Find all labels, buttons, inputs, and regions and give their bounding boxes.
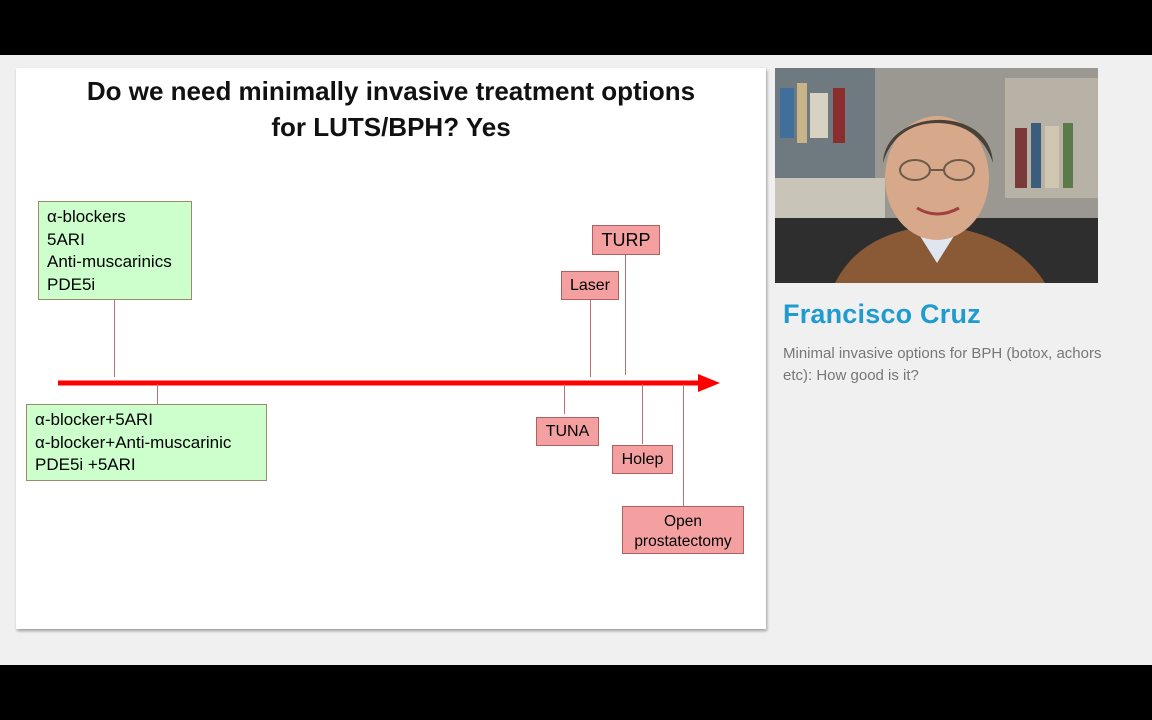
combo-item: α-blocker+Anti-muscarinic [35,432,232,452]
medical-item: Anti-muscarinics [47,252,172,271]
medical-therapy-box: α-blockers 5ARI Anti-muscarinics PDE5i [38,201,192,300]
turp-box: TURP [592,225,660,255]
combo-item: PDE5i +5ARI [35,455,136,474]
tuna-box: TUNA [536,417,599,446]
combination-therapy-box: α-blocker+5ARI α-blocker+Anti-muscarinic… [26,404,267,481]
presenter-photo [775,68,1098,283]
connector-holep [642,384,643,444]
connector-turp [625,255,626,375]
connector-medical [114,300,115,377]
slide-title: Do we need minimally invasive treatment … [16,73,766,145]
medical-item: 5ARI [47,229,85,249]
connector-open [683,384,684,506]
medical-item: α-blockers [47,207,126,226]
laser-box: Laser [561,271,619,300]
medical-item: PDE5i [47,274,96,294]
connector-tuna [564,384,565,414]
timeline-arrow [58,374,720,392]
slide-title-line-2: for LUTS/BPH? Yes [271,112,511,142]
slide-title-line-1: Do we need minimally invasive treatment … [86,76,696,106]
combo-item: α-blocker+5ARI [35,410,154,429]
holep-box: Holep [612,445,673,474]
connector-combo [157,384,158,404]
open-prostatectomy-box: Open prostatectomy [622,506,744,554]
open-label-line-2: prostatectomy [634,533,732,550]
connector-laser [590,300,591,377]
open-label-line-1: Open [664,513,702,530]
talk-title: Minimal invasive options for BPH (botox,… [783,345,1102,384]
presenter-name: Francisco Cruz [783,299,981,329]
slide-panel: Do we need minimally invasive treatment … [16,68,766,629]
presenter-portrait-image [775,68,1098,283]
